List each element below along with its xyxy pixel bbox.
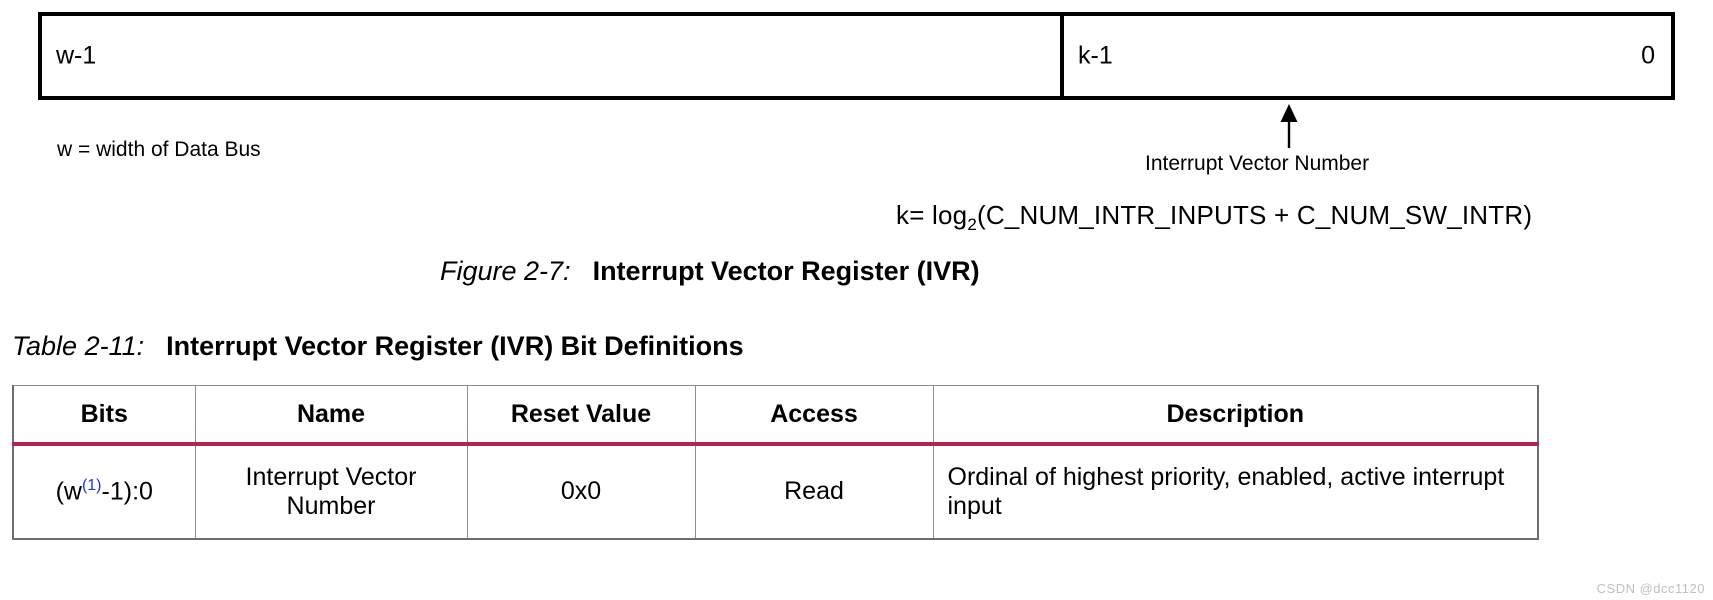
bit-label-w-minus-1: w-1	[56, 41, 97, 70]
table-caption: Table 2-11: Interrupt Vector Register (IV…	[12, 331, 744, 362]
k-formula-note: k= log2(C_NUM_INTR_INPUTS + C_NUM_SW_INT…	[896, 200, 1532, 235]
cell-bits: (w(1)-1):0	[12, 443, 196, 540]
table-number: Table 2-11:	[12, 331, 145, 361]
column-header-bits: Bits	[12, 385, 196, 446]
table-row: (w(1)-1):0 Interrupt Vector Number 0x0 R…	[12, 443, 1539, 540]
cell-description: Ordinal of highest priority, enabled, ac…	[932, 443, 1539, 540]
figure-caption: Figure 2-7: Interrupt Vector Register (IV…	[440, 256, 980, 287]
column-header-description: Description	[932, 385, 1539, 446]
figure-number: Figure 2-7:	[440, 256, 571, 286]
cell-bits-prefix: (w	[55, 477, 82, 506]
cell-access: Read	[694, 443, 934, 540]
register-field-reserved: w-1	[42, 16, 1064, 96]
k-formula-suffix: (C_NUM_INTR_INPUTS + C_NUM_SW_INTR)	[976, 200, 1533, 230]
up-arrow-icon	[1280, 104, 1298, 148]
cell-reset-value: 0x0	[466, 443, 696, 540]
watermark-text: CSDN @dcc1120	[1596, 581, 1705, 596]
column-header-name: Name	[194, 385, 468, 446]
column-header-access: Access	[694, 385, 934, 446]
bit-label-k-minus-1: k-1	[1078, 41, 1113, 70]
table-title: Interrupt Vector Register (IVR) Bit Defi…	[166, 331, 744, 361]
table-header-row: Bits Name Reset Value Access Description	[12, 385, 1539, 446]
figure-title: Interrupt Vector Register (IVR)	[592, 256, 980, 286]
bit-definitions-table: Bits Name Reset Value Access Description…	[12, 385, 1539, 540]
register-bitfield-diagram: w-1 k-1 0	[38, 12, 1675, 100]
k-formula-subscript: 2	[967, 215, 977, 235]
footnote-reference-1: (1)	[81, 477, 102, 495]
bit-label-zero: 0	[1641, 41, 1655, 70]
cell-name: Interrupt Vector Number	[194, 443, 468, 540]
k-formula-prefix: k= log	[896, 200, 968, 230]
data-bus-width-note: w = width of Data Bus	[57, 138, 261, 161]
interrupt-vector-number-note: Interrupt Vector Number	[1145, 152, 1370, 175]
cell-bits-suffix: -1):0	[101, 477, 153, 506]
column-header-reset-value: Reset Value	[466, 385, 696, 446]
register-field-interrupt-vector-number: k-1 0	[1064, 16, 1671, 96]
